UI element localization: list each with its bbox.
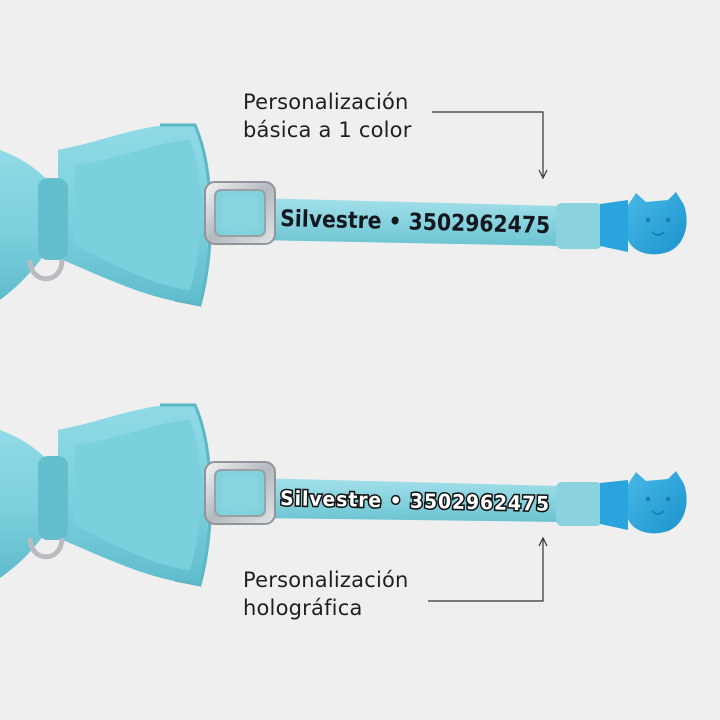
caption-top-line2: básica a 1 color [243,118,412,142]
cat-buckle-top [600,192,687,255]
caption-basic-personalization: Personalización básica a 1 color [243,88,412,144]
collar-band-top [255,198,562,246]
pointer-arrowhead-top [538,169,548,180]
collar-top: Silvestre • 3502962475 [0,123,687,307]
pointer-line-top [432,111,544,176]
slider-top [204,181,276,245]
bow-tie-top [0,123,213,307]
band-keeper-top [556,203,602,249]
bow-tie-bottom [0,403,213,587]
caption-bottom-line2: holográfica [243,596,363,620]
bow-knot-top [38,178,68,260]
caption-top-line1: Personalización [243,90,409,114]
caption-holographic-personalization: Personalización holográfica [243,566,409,622]
d-ring-bottom [27,537,65,560]
cat-buckle-bottom [600,471,687,534]
engraving-bottom: Silvestre • 3502962475 [280,486,550,516]
arrow-icon [428,111,548,602]
pointer-arrowhead-bottom [538,536,548,547]
collar-band-bottom [255,478,562,522]
pointer-line-bottom [428,540,544,602]
collar-bottom: Silvestre • 3502962475 [0,403,687,587]
slider-bottom [204,461,276,525]
d-ring-top [27,259,65,282]
bow-knot-bottom [38,456,68,540]
caption-bottom-line1: Personalización [243,568,409,592]
band-keeper-bottom [556,482,602,526]
